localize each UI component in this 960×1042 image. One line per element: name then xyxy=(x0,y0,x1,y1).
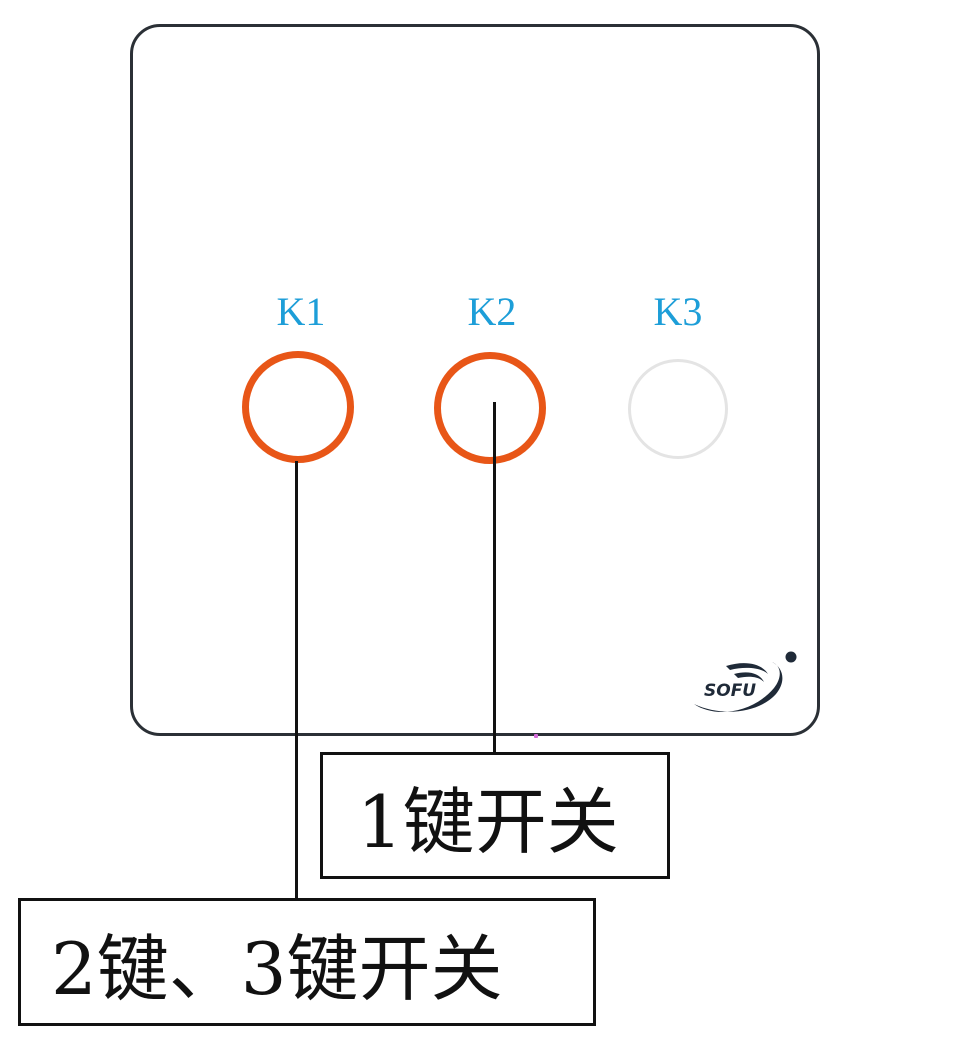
key-label-k1: K1 xyxy=(276,289,326,334)
key-button-k3[interactable] xyxy=(628,359,728,459)
key-label-k3: K3 xyxy=(653,289,703,334)
brand-logo-icon: SOFU xyxy=(694,651,797,712)
leader-line-two-three-key xyxy=(295,461,298,898)
callout-one-key: 1键开关 xyxy=(320,752,670,879)
key-button-k1[interactable] xyxy=(242,351,354,463)
logo-text: SOFU xyxy=(704,681,756,701)
leader-line-one-key xyxy=(493,402,496,752)
key-button-k2[interactable] xyxy=(434,352,546,464)
callout-one-key-text: 1键开关 xyxy=(357,780,619,864)
callout-two-three-key: 2键、3键开关 xyxy=(18,898,596,1026)
callout-two-three-key-text: 2键、3键开关 xyxy=(51,926,503,1011)
marker-dot xyxy=(534,734,538,738)
key-label-k2: K2 xyxy=(467,289,517,334)
